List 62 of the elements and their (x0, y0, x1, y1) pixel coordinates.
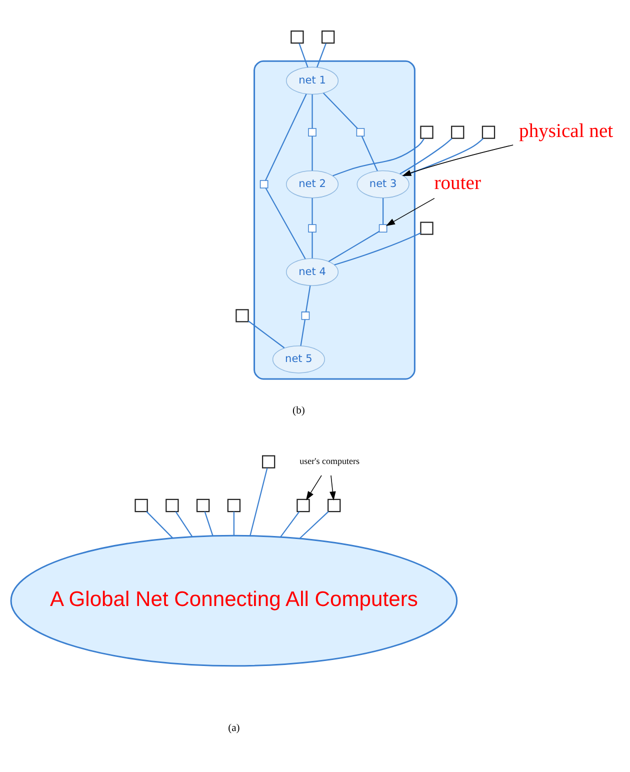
node-box (134, 498, 148, 512)
cluster (254, 60, 416, 380)
connector (403, 138, 484, 176)
node-ellipse: net 4 (286, 258, 339, 286)
node-box (308, 128, 316, 136)
node-ellipse: net 3 (356, 170, 410, 198)
node-box (262, 454, 276, 468)
connector (328, 230, 380, 262)
connector (323, 92, 358, 128)
connector (334, 232, 421, 265)
connector (299, 510, 329, 538)
node-box (236, 308, 249, 322)
node-box (166, 498, 179, 512)
connector (400, 138, 452, 174)
node-box (196, 498, 210, 512)
node-ellipse: net 1 (286, 66, 339, 94)
connector (280, 510, 300, 537)
node-box (482, 125, 496, 138)
node-text: user's computers (300, 456, 360, 466)
node-ellipse: A Global Net Connecting All Computers (10, 534, 458, 666)
node-box (301, 311, 310, 320)
node-box (451, 125, 464, 138)
connector (204, 510, 214, 536)
label: (a) (228, 722, 240, 734)
connector (265, 187, 306, 259)
node-text: physical net (519, 120, 614, 142)
node-box (290, 30, 304, 44)
connector (312, 94, 313, 128)
connector (175, 510, 193, 536)
connector (233, 511, 234, 535)
arrow (306, 474, 322, 500)
node-box (420, 125, 434, 138)
node-box (322, 30, 335, 44)
connector (265, 93, 307, 180)
node-text: router (434, 172, 481, 194)
connector (248, 320, 285, 348)
connector (312, 136, 313, 170)
connector (382, 198, 384, 224)
node-box (378, 224, 388, 232)
node-box (420, 221, 434, 234)
node-ellipse: net 2 (286, 170, 339, 198)
node-ellipse: net 5 (272, 344, 325, 373)
connector (300, 318, 306, 346)
connector (250, 467, 268, 536)
node-box (296, 498, 310, 512)
node-box (260, 180, 268, 188)
connector (146, 510, 173, 538)
node-box (356, 128, 365, 136)
connector (312, 232, 313, 258)
arrow (330, 474, 336, 500)
connector (305, 285, 311, 312)
arrow (402, 144, 514, 176)
connector (316, 42, 327, 68)
connector (361, 136, 378, 171)
connector (332, 138, 425, 176)
node-box (227, 498, 241, 512)
node-box (328, 498, 341, 512)
connector (298, 42, 308, 68)
node-box (308, 224, 316, 232)
arrow (386, 197, 435, 226)
connector (312, 198, 313, 224)
label: (b) (292, 404, 305, 416)
